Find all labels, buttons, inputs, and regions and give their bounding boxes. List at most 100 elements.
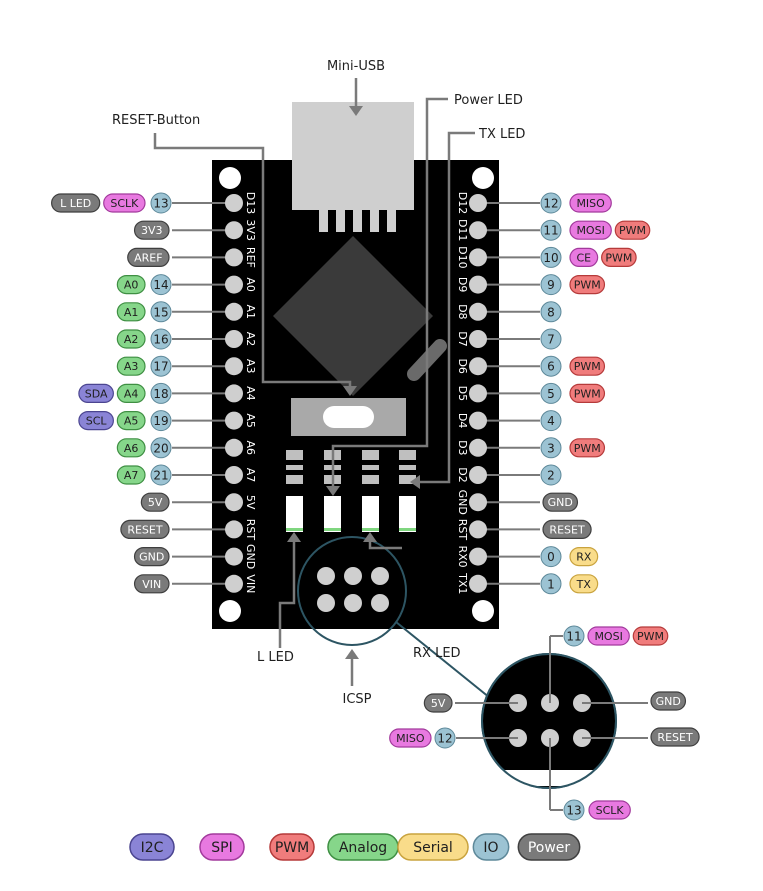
- pin-badge-pwm: PWM: [569, 438, 606, 458]
- silkscreen-label: A1: [244, 305, 257, 320]
- pin-number-text: 3: [547, 441, 555, 455]
- pin-badge-power-text: L LED: [60, 197, 91, 210]
- silkscreen-label: D4: [456, 413, 469, 428]
- pin-number-text: 14: [153, 278, 168, 292]
- callout-l-led: L LED: [257, 650, 294, 665]
- pin-number-text: 11: [543, 224, 558, 238]
- mount-hole: [472, 600, 494, 622]
- header-pin: [469, 547, 487, 566]
- silkscreen-label: A4: [244, 386, 257, 401]
- callout-lines: [153, 78, 475, 686]
- header-pin: [469, 466, 487, 484]
- icsp-badge-power: RESET: [650, 727, 700, 747]
- usb-contact: [336, 210, 345, 232]
- pin-number-badge: 0: [540, 546, 562, 568]
- header-pin: [225, 357, 243, 376]
- silkscreen-label: D10: [456, 246, 469, 268]
- callout-arrowheads: [287, 106, 420, 659]
- pin-number-badge: 16: [150, 328, 172, 350]
- header-pin: [469, 574, 487, 593]
- header-pin: [469, 330, 487, 348]
- pin-number-badge: 19: [150, 410, 172, 432]
- pin-number-badge: 13: [563, 799, 585, 821]
- pin-badge-pwm-text: PWM: [574, 442, 601, 455]
- header-pin: [469, 275, 487, 294]
- mount-hole: [219, 167, 241, 189]
- header-pin: [225, 330, 243, 348]
- pin-number-badge: 15: [150, 301, 172, 323]
- pin-badge-power: 5V: [140, 492, 170, 512]
- pin-number-badge: 5: [540, 382, 562, 404]
- callout-mini-usb: Mini-USB: [327, 59, 385, 74]
- pin-badge-i2c-text: SDA: [85, 387, 108, 400]
- header-pin: [469, 520, 487, 539]
- pin-badge-power: L LED: [51, 193, 101, 213]
- pin-number-text: 17: [153, 360, 168, 374]
- pin-number-badge: 4: [540, 410, 562, 432]
- header-pin: [469, 493, 487, 512]
- pin-number-text: 0: [547, 550, 555, 564]
- icsp-badge-pwm-text: PWM: [637, 630, 664, 643]
- pin-badge-power-text: GND: [139, 551, 164, 564]
- usb-contact: [353, 210, 362, 232]
- pin-badge-analog: A4: [116, 383, 146, 403]
- pin-badge-spi-text: SCLK: [110, 197, 139, 210]
- pin-number-badge: 14: [150, 274, 172, 296]
- pin-badge-pwm: PWM: [569, 383, 606, 403]
- pin-badge-i2c: SCL: [78, 411, 114, 431]
- silkscreen-label: D9: [456, 277, 469, 292]
- legend-label: PWM: [275, 840, 309, 856]
- silkscreen-label: RST: [456, 519, 469, 541]
- header-pin: [225, 194, 243, 212]
- pin-number-text: 5: [547, 387, 555, 401]
- pin-badge-pwm-text: PWM: [574, 387, 601, 400]
- icsp-zoom-connector: [395, 621, 501, 707]
- pin-number-badge: 13: [150, 192, 172, 214]
- header-pin: [469, 302, 487, 321]
- pin-number-badge: 11: [563, 625, 585, 647]
- silkscreen-label: D6: [456, 358, 469, 373]
- pin-number-text: 12: [437, 732, 452, 746]
- pin-number-badge: 2: [540, 464, 562, 486]
- pin-badge-pwm: PWM: [569, 356, 606, 376]
- pin-badge-power: GND: [133, 546, 170, 567]
- pin-badge-pwm-text: PWM: [574, 279, 601, 292]
- icsp-badge-power-text: GND: [656, 695, 681, 708]
- pin-number-text: 12: [543, 197, 558, 211]
- pin-badge-power-text: GND: [548, 496, 573, 509]
- legend-label: Power: [528, 840, 571, 856]
- callout-tx-led: TX LED: [478, 127, 525, 142]
- legend-label: IO: [483, 840, 498, 856]
- pin-number-text: 13: [566, 804, 581, 818]
- pin-badge-power: VIN: [133, 574, 170, 594]
- header-pin: [225, 520, 243, 539]
- callout-power-led: Power LED: [454, 93, 523, 108]
- header-pin: [225, 275, 243, 294]
- header-pin: [225, 384, 243, 403]
- silkscreen-label: GND: [244, 544, 257, 569]
- silkscreen-label: A6: [244, 441, 257, 456]
- legend-label: Analog: [339, 840, 387, 856]
- pin-badge-power-text: VIN: [142, 578, 161, 591]
- pin-number-badge: 9: [540, 274, 562, 296]
- header-pin: [225, 302, 243, 321]
- silkscreen-label: D8: [456, 304, 469, 319]
- right-pin-row: D9 9 PWM: [456, 274, 606, 296]
- usb-contact: [370, 210, 379, 232]
- legend-label: I2C: [141, 840, 164, 856]
- pin-number-text: 16: [153, 333, 168, 347]
- callout-icsp: ICSP: [342, 692, 371, 707]
- pin-badge-analog-text: A4: [124, 387, 139, 400]
